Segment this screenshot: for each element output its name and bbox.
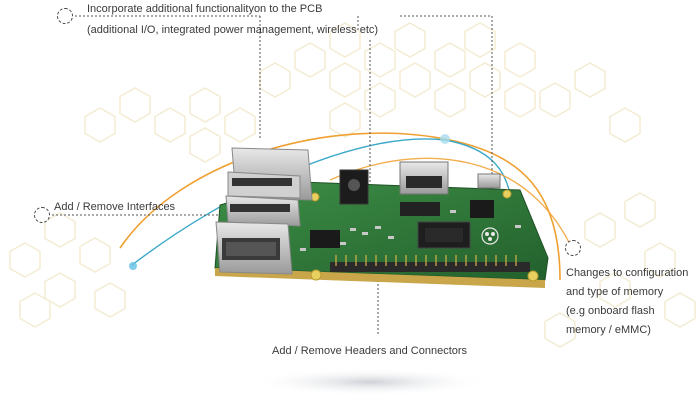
memory-callout-line4: memory / eMMC) bbox=[566, 324, 651, 336]
memory-callout-line3: (e.g onboard flash bbox=[566, 305, 655, 317]
interfaces-callout-marker bbox=[34, 207, 50, 223]
blue-arc bbox=[131, 138, 513, 266]
memory-callout-marker bbox=[565, 240, 581, 256]
headers-callout-text: Add / Remove Headers and Connectors bbox=[272, 345, 468, 357]
pcb-callout-detail: (additional I/O, integrated power manage… bbox=[87, 24, 379, 36]
memory-callout: Changes to configuration and type of mem… bbox=[566, 264, 688, 340]
leader-lines bbox=[48, 15, 493, 335]
headers-callout: Add / Remove Headers and Connectors bbox=[272, 343, 467, 359]
orange-arc bbox=[119, 132, 561, 281]
interfaces-callout-text: Add / Remove Interfaces bbox=[54, 201, 176, 213]
interfaces-callout: Add / Remove Interfaces bbox=[54, 199, 175, 215]
board-shadow bbox=[250, 368, 490, 396]
memory-callout-line1: Changes to configuration bbox=[566, 267, 689, 279]
blue-arc-endpoint bbox=[129, 262, 137, 270]
memory-callout-line2: and type of memory bbox=[566, 286, 664, 298]
pcb-board bbox=[214, 147, 549, 288]
pcb-callout: Incorporate additional functionalityon t… bbox=[87, 1, 378, 38]
pcb-callout-title: Incorporate additional functionalityon t… bbox=[87, 3, 323, 15]
pcb-callout-marker bbox=[57, 8, 73, 24]
